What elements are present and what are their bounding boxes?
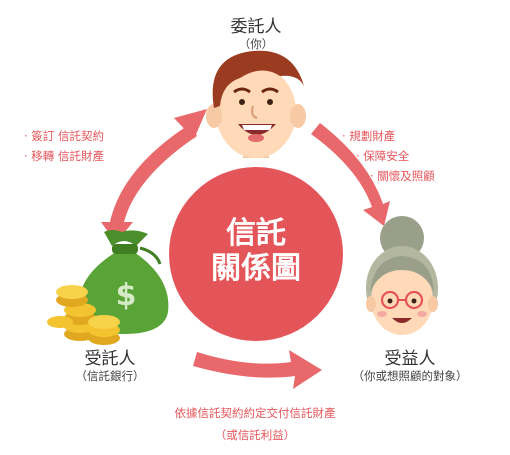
note-item: ‧ 移轉 信託財產 (24, 149, 104, 163)
settlor-title: 委託人 (230, 17, 282, 37)
beneficiary-avatar (366, 216, 438, 335)
settlor-to-trustee-notes: ‧ 簽訂 信託契約 ‧ 移轉 信託財產 (24, 126, 104, 166)
note-item: ‧ 關懷及照顧 (370, 169, 435, 183)
settlor-avatar (206, 50, 306, 158)
note-item: ‧ 簽訂 信託契約 (24, 129, 104, 143)
arrow-trustee-to-beneficiary (193, 350, 322, 389)
settlor-to-beneficiary-notes: ‧ 規劃財產 ‧ 保障安全 ‧ 關懷及照顧 (342, 126, 435, 186)
trustee-to-beneficiary-notes: 依據信託契約約定交付信託財產 （或信託利益） (130, 402, 380, 446)
center-circle: 信託 關係圖 (169, 167, 343, 341)
note-item: ‧ 規劃財產 (342, 129, 396, 143)
trustee-title: 受託人 (84, 349, 136, 369)
beneficiary-subtitle: （你或想照顧的對象） (352, 369, 468, 383)
beneficiary-title: 受益人 (384, 349, 436, 369)
money-bag-icon: $ (79, 230, 169, 334)
note-item: ‧ 保障安全 (356, 149, 410, 163)
center-title-line2: 關係圖 (211, 251, 301, 286)
note-item: （或信託利益） (214, 428, 296, 442)
money-bag-symbol: $ (116, 278, 137, 313)
trustee-subtitle: （信託銀行） (75, 369, 145, 383)
note-item: 依據信託契約約定交付信託財產 (174, 406, 336, 420)
settlor-subtitle: （你） (238, 37, 274, 51)
arrow-settlor-to-trustee (101, 109, 207, 243)
coins-icon (47, 285, 120, 345)
center-title-line1: 信託 (226, 216, 286, 251)
arrow-settlor-to-beneficiary (311, 123, 390, 226)
